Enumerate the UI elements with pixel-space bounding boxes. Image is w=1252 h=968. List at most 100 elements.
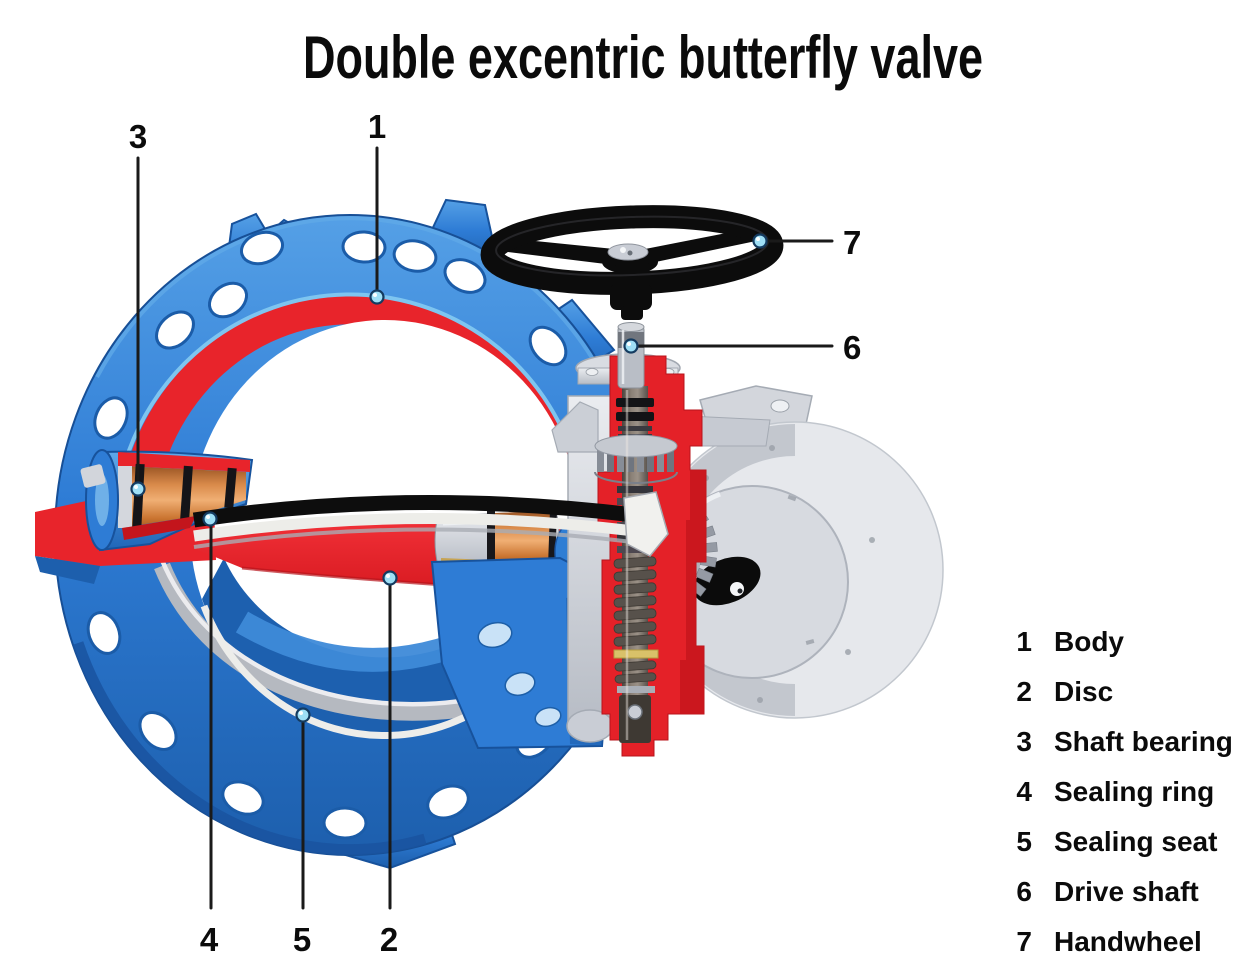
legend-row: 1 Body — [1016, 626, 1124, 657]
legend-number: 2 — [1016, 676, 1032, 707]
bolt-hole — [93, 396, 129, 440]
shaft-washer — [617, 686, 655, 693]
shaft-end-bolt — [627, 704, 643, 720]
bolt-hole — [528, 325, 568, 367]
bearing-ring — [224, 467, 237, 509]
bolt-hole — [392, 239, 438, 273]
callout-dot-5 — [295, 707, 311, 723]
bolt-hole — [341, 230, 387, 264]
retaining-ring-edge — [193, 527, 657, 549]
bolt-hole — [443, 258, 487, 294]
bolt-hole — [239, 230, 285, 266]
bearing-cut-bottom — [122, 516, 196, 540]
callouts: 3 1 7 6 4 5 2 — [129, 108, 862, 958]
bolt-hole — [138, 711, 178, 751]
bearing-silver-cap — [118, 466, 132, 528]
shaft-seal-ring — [616, 398, 654, 407]
bolt-hole — [86, 611, 122, 655]
sealing-ring-assembly — [192, 491, 669, 557]
indicator-dot — [730, 582, 744, 596]
retaining-bracket — [623, 491, 669, 557]
bolt-holes — [86, 230, 568, 840]
callout-number-2: 2 — [380, 921, 398, 958]
drive-shaft — [617, 322, 645, 389]
drive-shaft-top — [617, 322, 645, 332]
inner-rim-highlight — [120, 292, 578, 474]
handwheel-spoke-left — [506, 238, 624, 266]
callout-number-3: 3 — [129, 118, 147, 155]
bearing-key-plate — [80, 464, 106, 488]
handwheel-boss — [610, 284, 652, 310]
pinion-bottom-edge — [594, 471, 678, 484]
bearing-end-core — [95, 474, 109, 526]
callout-number-6: 6 — [843, 329, 861, 366]
legend-label: Body — [1054, 626, 1124, 657]
callout-number-5: 5 — [293, 921, 311, 958]
flange-outer-highlight — [95, 216, 605, 378]
sealing-ring — [192, 495, 659, 528]
legend-row: 4 Sealing ring — [1016, 776, 1214, 807]
legend-row: 5 Sealing seat — [1016, 826, 1217, 857]
cut-lug-side — [35, 556, 100, 584]
bolt-hole — [155, 310, 195, 350]
flange-bolt — [585, 368, 599, 376]
legend-number: 7 — [1016, 926, 1032, 957]
position-indicator-slot — [693, 556, 761, 606]
worm-thread — [613, 556, 657, 647]
callout-dot-6 — [623, 338, 639, 354]
page-title: Double excentric butterfly valve — [303, 25, 983, 92]
callout-dot-2 — [382, 570, 398, 586]
stem-bracket — [551, 401, 599, 453]
legend-row: 7 Handwheel — [1016, 926, 1201, 957]
indicator-dot-center — [737, 588, 743, 594]
bolt-hole — [322, 806, 368, 840]
bolt-hole — [221, 780, 265, 816]
pinion-gear — [594, 434, 678, 484]
callout-dot-4 — [202, 511, 218, 527]
legend-row: 3 Shaft bearing — [1016, 726, 1233, 757]
legend-label: Sealing ring — [1054, 776, 1214, 807]
legend: 1 Body 2 Disc 3 Shaft bearing 4 Sealing … — [1016, 626, 1233, 957]
handwheel-spoke-right — [640, 228, 756, 264]
handwheel-boss-step — [621, 306, 643, 320]
worm-yellow-washer — [613, 649, 659, 659]
hub-cap-glint — [620, 247, 626, 253]
callout-dot-1 — [369, 289, 385, 305]
callout-number-7: 7 — [843, 224, 861, 261]
legend-number: 6 — [1016, 876, 1032, 907]
legend-label: Sealing seat — [1054, 826, 1217, 857]
stem-column-foot — [566, 709, 614, 743]
legend-label: Handwheel — [1054, 926, 1202, 957]
callout-number-4: 4 — [200, 921, 219, 958]
gearbox-cut-shade — [680, 470, 706, 714]
legend-label: Drive shaft — [1054, 876, 1199, 907]
retaining-ring — [193, 513, 659, 542]
bearing-ring — [180, 465, 193, 521]
hub-arm-hole — [504, 671, 536, 697]
shaft-seal-ring — [616, 412, 654, 421]
hub-cap-center — [627, 250, 633, 256]
hub-arm-hole — [477, 621, 513, 649]
housing-ear-hole — [770, 399, 790, 413]
callout-dot-3 — [130, 481, 146, 497]
legend-label: Disc — [1054, 676, 1113, 707]
legend-number: 3 — [1016, 726, 1032, 757]
bolt-hole — [207, 281, 249, 319]
legend-number: 4 — [1016, 776, 1032, 807]
bearing-cut-top — [118, 452, 250, 472]
gearbox — [551, 353, 944, 757]
callout-dot-7 — [752, 233, 768, 249]
legend-row: 6 Drive shaft — [1016, 876, 1198, 907]
legend-row: 2 Disc — [1016, 676, 1113, 707]
pinion-top — [594, 434, 678, 458]
legend-number: 1 — [1016, 626, 1032, 657]
legend-number: 5 — [1016, 826, 1032, 857]
trunnion-ring — [487, 511, 495, 567]
legend-label: Shaft bearing — [1054, 726, 1233, 757]
flange-outer-shadow — [72, 641, 427, 856]
worm-thread-lower — [614, 660, 657, 684]
callout-number-1: 1 — [368, 108, 386, 145]
hub-arm-hole — [534, 706, 562, 728]
